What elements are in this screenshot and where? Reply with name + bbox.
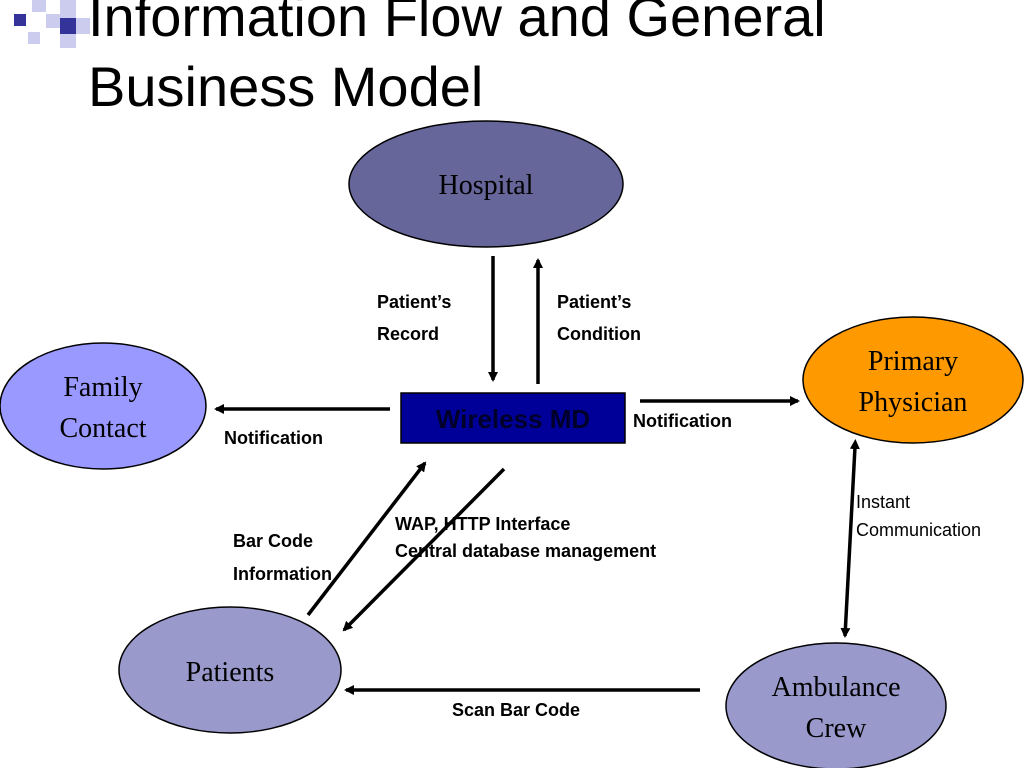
primary-physician-ellipse [802,316,1024,444]
family-contact-ellipse [0,342,207,470]
wap-label-2: Central database management [395,541,656,561]
instant-communication-label-2: Communication [856,520,981,540]
ambulance-crew-label-1: Ambulance [771,672,900,703]
hospital-ellipse [348,120,624,248]
barcode-label-2: Information [233,564,332,584]
record-label-2: Record [377,324,439,344]
wap-interface-arrow [342,467,506,632]
title-line-1: Information Flow and General [88,0,826,48]
patients-node: Patients [118,606,342,734]
hospital-label: Hospital [439,170,534,201]
ambulance-crew-label-2: Crew [806,713,867,744]
ambulance-crew-ellipse [725,642,947,768]
wireless-md-label: Wireless MD [436,404,590,434]
wap-label-1: WAP, HTTP Interface [395,514,570,534]
patients-ellipse [118,606,342,734]
patients-label: Patients [186,657,275,688]
wireless-md-node: Wireless MD [400,392,626,444]
condition-label-2: Condition [557,324,641,344]
slide-title: Information Flow and General Business Mo… [88,0,1008,122]
hospital-node: Hospital [348,120,624,248]
condition-label-1: Patient’s [557,292,631,312]
primary-physician-label-1: Primary [868,346,958,377]
record-label-1: Patient’s [377,292,451,312]
instant-communication-label-1: Instant [856,492,910,512]
notify-physician-label: Notification [633,411,732,431]
barcode-info-arrow [306,461,427,617]
family-contact-label-2: Contact [59,413,146,444]
scan-barcode-label: Scan Bar Code [452,700,580,720]
wireless-md-box [400,392,626,444]
primary-physician-node: Primary Physician [802,316,1024,444]
instant-communication-arrow [840,439,860,638]
notify-family-label: Notification [224,428,323,448]
family-contact-node: Family Contact [0,342,207,470]
ambulance-crew-node: Ambulance Crew [725,642,947,768]
title-line-2: Business Model [88,55,484,118]
barcode-label-1: Bar Code [233,531,313,551]
family-contact-label-1: Family [63,372,142,403]
primary-physician-label-2: Physician [859,387,968,418]
